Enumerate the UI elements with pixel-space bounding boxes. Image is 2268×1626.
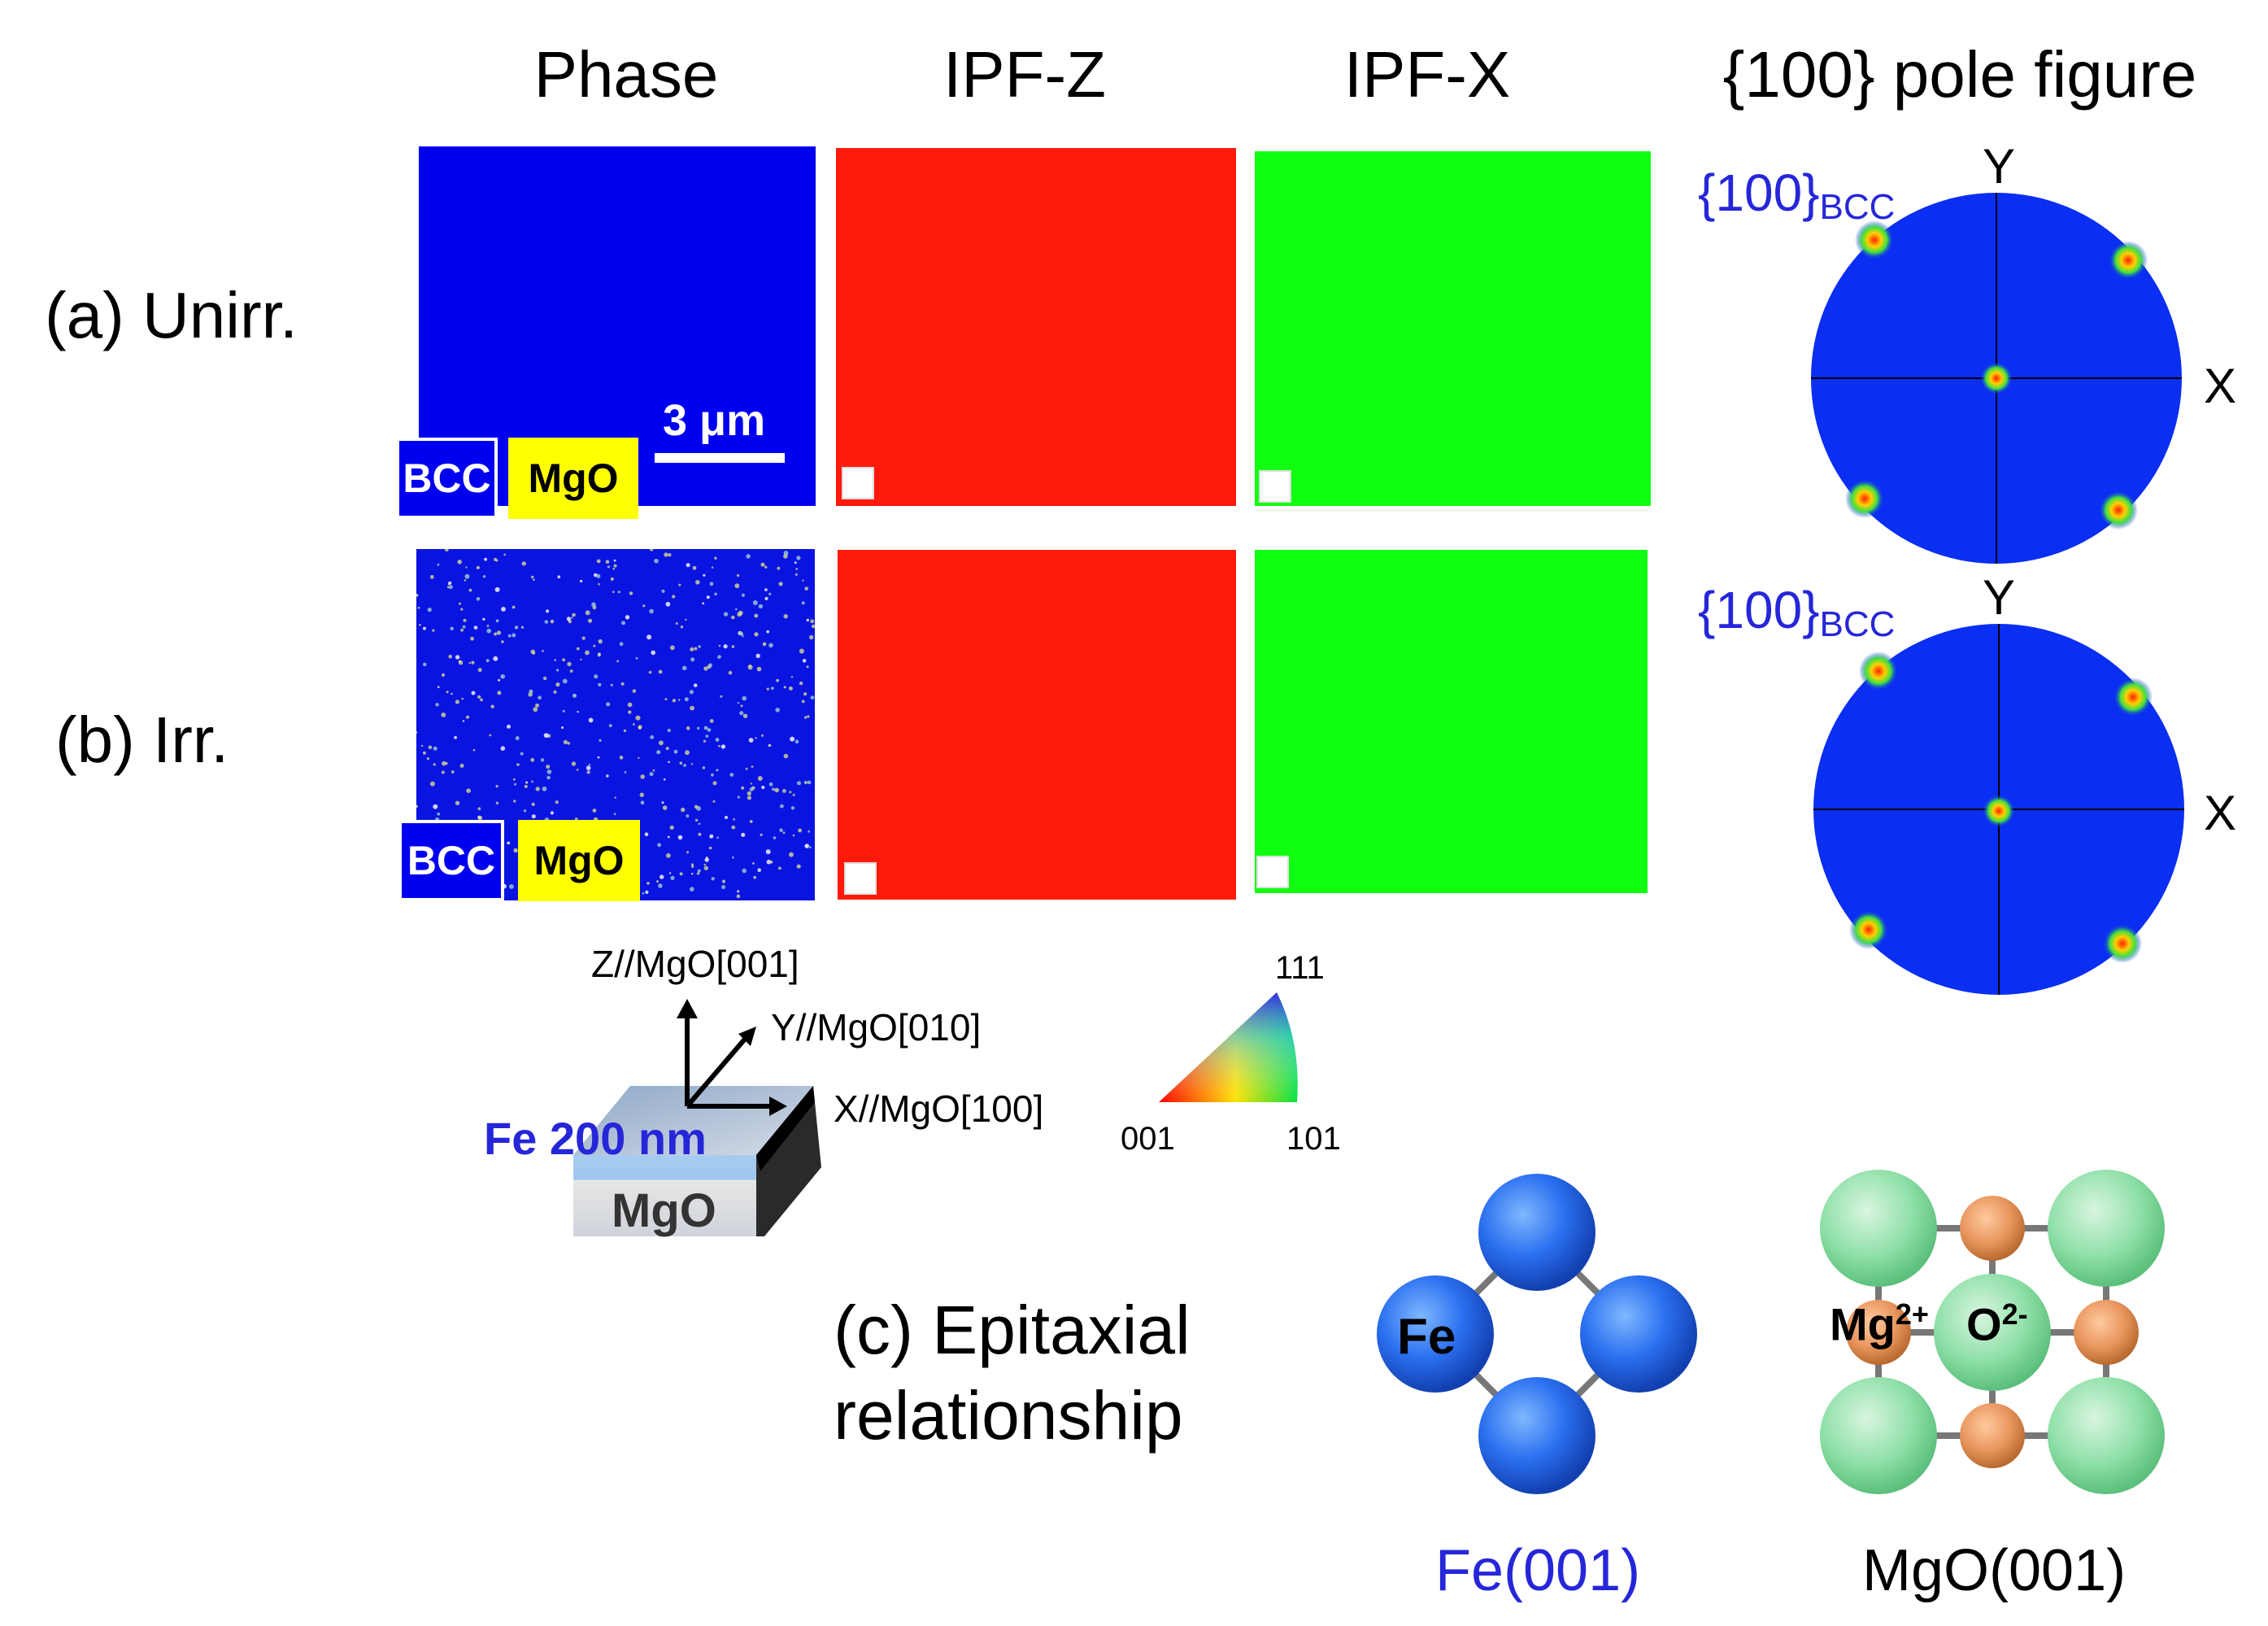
pole-figure-label-b: {100}BCC — [1698, 581, 1896, 644]
z-axis-label: Z//MgO[001] — [591, 943, 799, 985]
legend-bcc-a: BCC — [396, 438, 498, 519]
column-header-phase: Phase — [533, 38, 719, 111]
row-label-irradiated: (b) Irr. — [55, 704, 229, 776]
mg-ion-label: Mg2+ — [1830, 1297, 1929, 1350]
fe-lattice — [1377, 1174, 1697, 1494]
legend-mgo-a: MgO — [508, 438, 638, 519]
caption-line2: relationship — [834, 1377, 1183, 1454]
column-header-ipf-x: IPF-X — [1343, 38, 1511, 111]
ipf-key-icon — [844, 862, 877, 895]
ipf-101-label: 101 — [1286, 1121, 1341, 1157]
ipf-key-icon — [1259, 470, 1291, 503]
sample-schematic — [573, 999, 821, 1236]
y-axis-label: Y//MgO[010] — [771, 1006, 982, 1048]
pole-figure-label-a: {100}BCC — [1698, 163, 1896, 227]
column-header-pole-figure: {100} pole figure — [1722, 38, 2197, 111]
fe-atom-label: Fe — [1397, 1309, 1456, 1365]
ipf-x-map-irradiated — [1255, 550, 1648, 893]
x-axis-label: X//MgO[100] — [834, 1088, 1044, 1130]
pole-figure-unirradiated — [1811, 193, 2182, 564]
scale-bar — [655, 453, 785, 463]
row-label-unirradiated: (a) Unirr. — [45, 279, 298, 351]
fe-lattice-caption: Fe(001) — [1435, 1538, 1641, 1603]
ipf-color-triangle — [1159, 992, 1298, 1102]
ipf-111-label: 111 — [1275, 950, 1325, 986]
ipf-x-map-unirradiated — [1255, 151, 1651, 506]
pole-figure-irradiated — [1813, 624, 2184, 995]
ipf-z-map-unirradiated — [836, 148, 1236, 506]
mgo-lattice-caption: MgO(001) — [1862, 1538, 2127, 1603]
pole-figure-x-label-a: X — [2204, 359, 2237, 413]
ipf-key-icon — [842, 467, 874, 499]
o-ion-label: O2- — [1966, 1297, 2028, 1350]
ipf-z-map-irradiated — [838, 550, 1236, 900]
scale-bar-label: 3 μm — [663, 396, 766, 445]
column-header-ipf-z: IPF-Z — [943, 38, 1106, 111]
film-label: Fe 200 nm — [484, 1113, 707, 1164]
mgo-lattice — [1820, 1170, 2165, 1494]
ipf-key-icon — [1256, 856, 1289, 888]
pole-figure-y-label-a: Y — [1983, 139, 2016, 194]
legend-bcc-b: BCC — [398, 820, 504, 901]
substrate-label: MgO — [612, 1184, 716, 1237]
ipf-001-label: 001 — [1121, 1121, 1175, 1157]
pole-figure-x-label-b: X — [2204, 786, 2237, 840]
caption-line1: (c) Epitaxial — [834, 1292, 1191, 1368]
pole-figure-y-label-b: Y — [1983, 570, 2016, 625]
legend-mgo-b: MgO — [518, 820, 640, 901]
precipitate-speckles — [416, 549, 815, 899]
